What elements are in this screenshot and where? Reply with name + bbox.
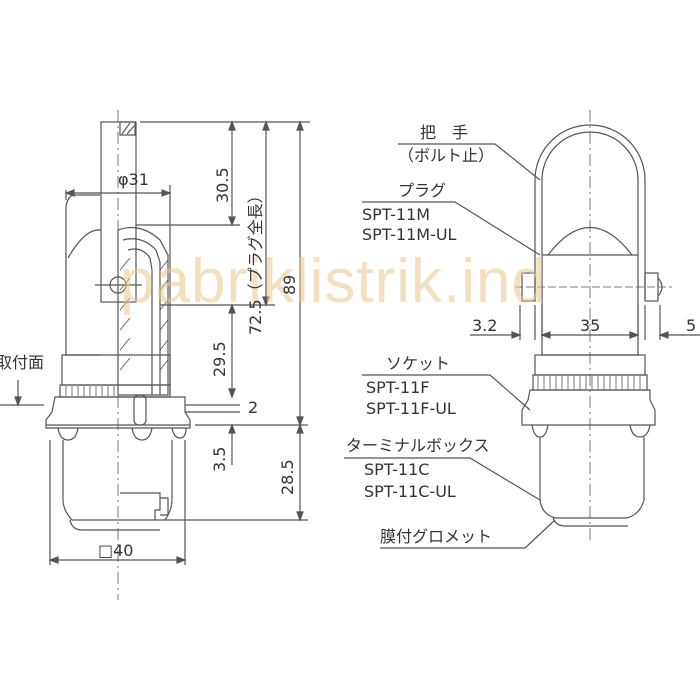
socket-depth-dimension: 29.5 xyxy=(210,341,229,377)
left-bolt-dimension: 3.2 xyxy=(472,316,498,335)
pin-offset-dimension: 3.5 xyxy=(210,446,229,472)
handle-callout-title: 把 手 xyxy=(420,123,469,142)
grommet-callout-title: 膜付グロメット xyxy=(380,527,493,546)
socket-callout-title: ソケット xyxy=(386,354,451,373)
mounting-surface-label: 取付面 xyxy=(0,353,45,372)
box-width-dimension: □40 xyxy=(98,541,134,560)
flange-gap-dimension: 2 xyxy=(248,398,259,417)
plug-model-1: SPT-11M xyxy=(362,205,431,224)
plug-callout-title: プラグ xyxy=(398,181,447,200)
body-width-dimension: 35 xyxy=(580,316,601,335)
terminal-box-model-2: SPT-11C-UL xyxy=(364,482,456,501)
plug-model-2: SPT-11M-UL xyxy=(362,225,457,244)
socket-model-1: SPT-11F xyxy=(366,378,430,397)
total-height-dimension: 89 xyxy=(280,274,299,295)
terminal-box-callout-title: ターミナルボックス xyxy=(346,436,490,455)
plug-length-dimension: 72.5（プラグ全長） xyxy=(246,187,265,335)
terminal-box-model-1: SPT-11C xyxy=(364,460,430,479)
right-bolt-dimension: 5 xyxy=(686,316,697,335)
handle-callout-note: （ボルト止） xyxy=(398,146,495,165)
box-height-dimension: 28.5 xyxy=(278,459,297,495)
diameter-dimension: φ31 xyxy=(118,170,149,189)
socket-model-2: SPT-11F-UL xyxy=(366,399,456,418)
watermark: pabriklistrik.ind xyxy=(120,247,548,316)
handle-height-dimension: 30.5 xyxy=(213,167,232,203)
